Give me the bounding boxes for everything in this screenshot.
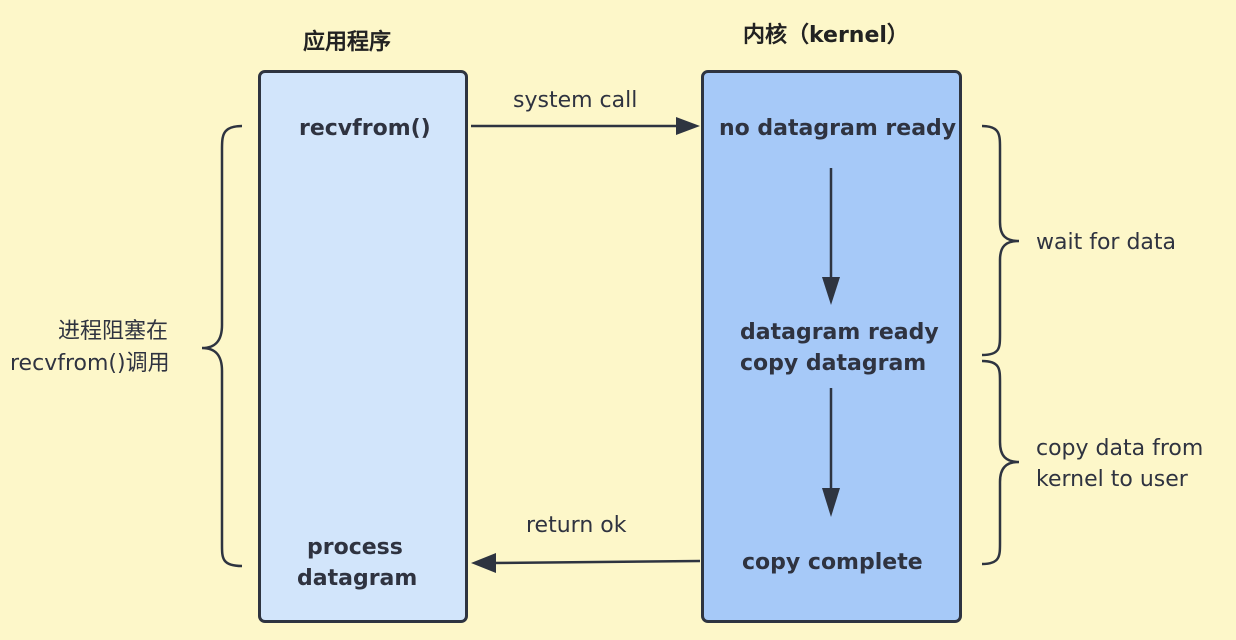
- copy-data-annotation-line1: copy data from: [1036, 436, 1204, 461]
- blocked-brace: [201, 124, 243, 568]
- recvfrom-label: recvfrom(): [299, 116, 431, 141]
- system-call-label: system call: [513, 88, 638, 113]
- copy-arrowhead: [822, 488, 840, 517]
- return-ok-arrow: [489, 559, 701, 565]
- process-datagram-line2: datagram: [297, 566, 418, 591]
- copy-data-annotation-line2: kernel to user: [1036, 467, 1188, 492]
- return-ok-label: return ok: [526, 513, 627, 538]
- copy-datagram-label: copy datagram: [740, 351, 927, 376]
- kernel-box: [701, 70, 962, 623]
- datagram-ready-label: datagram ready: [740, 320, 939, 345]
- kernel-column-title: 内核（kernel）: [743, 23, 909, 48]
- wait-for-data-annotation: wait for data: [1036, 230, 1177, 255]
- wait-arrowhead: [822, 277, 840, 305]
- blocked-annotation-line1: 进程阻塞在: [58, 319, 169, 344]
- no-datagram-ready-label: no datagram ready: [719, 116, 957, 141]
- wait-brace: [981, 124, 1020, 357]
- system-call-arrowhead: [676, 117, 700, 135]
- copy-complete-label: copy complete: [742, 550, 923, 575]
- return-ok-arrowhead: [471, 553, 496, 573]
- copy-brace: [981, 359, 1020, 566]
- process-datagram-line1: process: [307, 535, 403, 560]
- application-box: [258, 70, 468, 623]
- blocked-annotation-line2: recvfrom()调用: [10, 351, 170, 376]
- app-column-title: 应用程序: [303, 30, 392, 55]
